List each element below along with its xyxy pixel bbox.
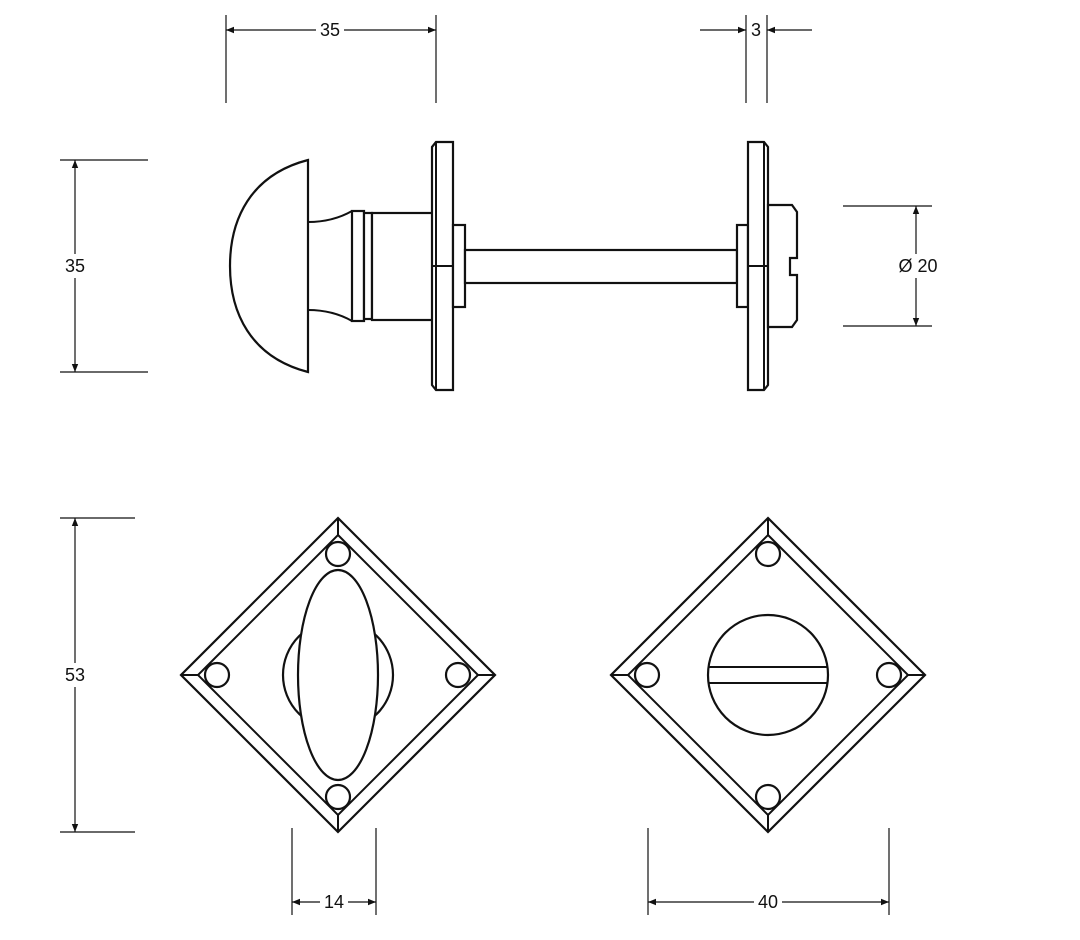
spindle — [463, 248, 739, 285]
collar-ring-2 — [362, 211, 374, 321]
dimension-plate-width: 40 — [647, 828, 890, 915]
dimension-label: 14 — [324, 892, 344, 912]
side-view — [228, 140, 799, 392]
knob-dome — [228, 158, 310, 374]
screw-hole — [324, 540, 352, 568]
front-view-release — [609, 516, 927, 834]
spacer-left — [451, 223, 467, 309]
spacer-right — [735, 223, 750, 309]
knob-neck — [307, 210, 353, 322]
dimension-label: 35 — [320, 20, 340, 40]
screw-hole — [203, 661, 231, 689]
dimension-knob-length: 35 — [225, 15, 437, 103]
emergency-release — [706, 613, 830, 737]
release-slot — [709, 666, 827, 684]
screw-hole — [754, 783, 782, 811]
screw-head — [766, 203, 799, 329]
dimension-label: Ø 20 — [898, 256, 937, 276]
thumb-turn — [296, 568, 380, 782]
knob-body — [370, 211, 436, 322]
dimension-plate-height: 53 — [60, 517, 135, 833]
front-view-turn — [179, 516, 497, 834]
dimension-label: 3 — [751, 20, 761, 40]
screw-hole — [324, 783, 352, 811]
dimension-turn-width: 14 — [291, 828, 377, 915]
screw-hole — [754, 540, 782, 568]
dimension-rose-height: 35 — [60, 159, 148, 373]
dimension-screw-diameter: Ø 20 — [843, 205, 943, 327]
dimension-rose-thickness: 3 — [700, 15, 812, 103]
dimension-label: 53 — [65, 665, 85, 685]
screw-hole — [875, 661, 903, 689]
dimension-label: 40 — [758, 892, 778, 912]
dimension-label: 35 — [65, 256, 85, 276]
screw-hole — [633, 661, 661, 689]
collar-ring — [350, 209, 366, 323]
screw-hole — [444, 661, 472, 689]
